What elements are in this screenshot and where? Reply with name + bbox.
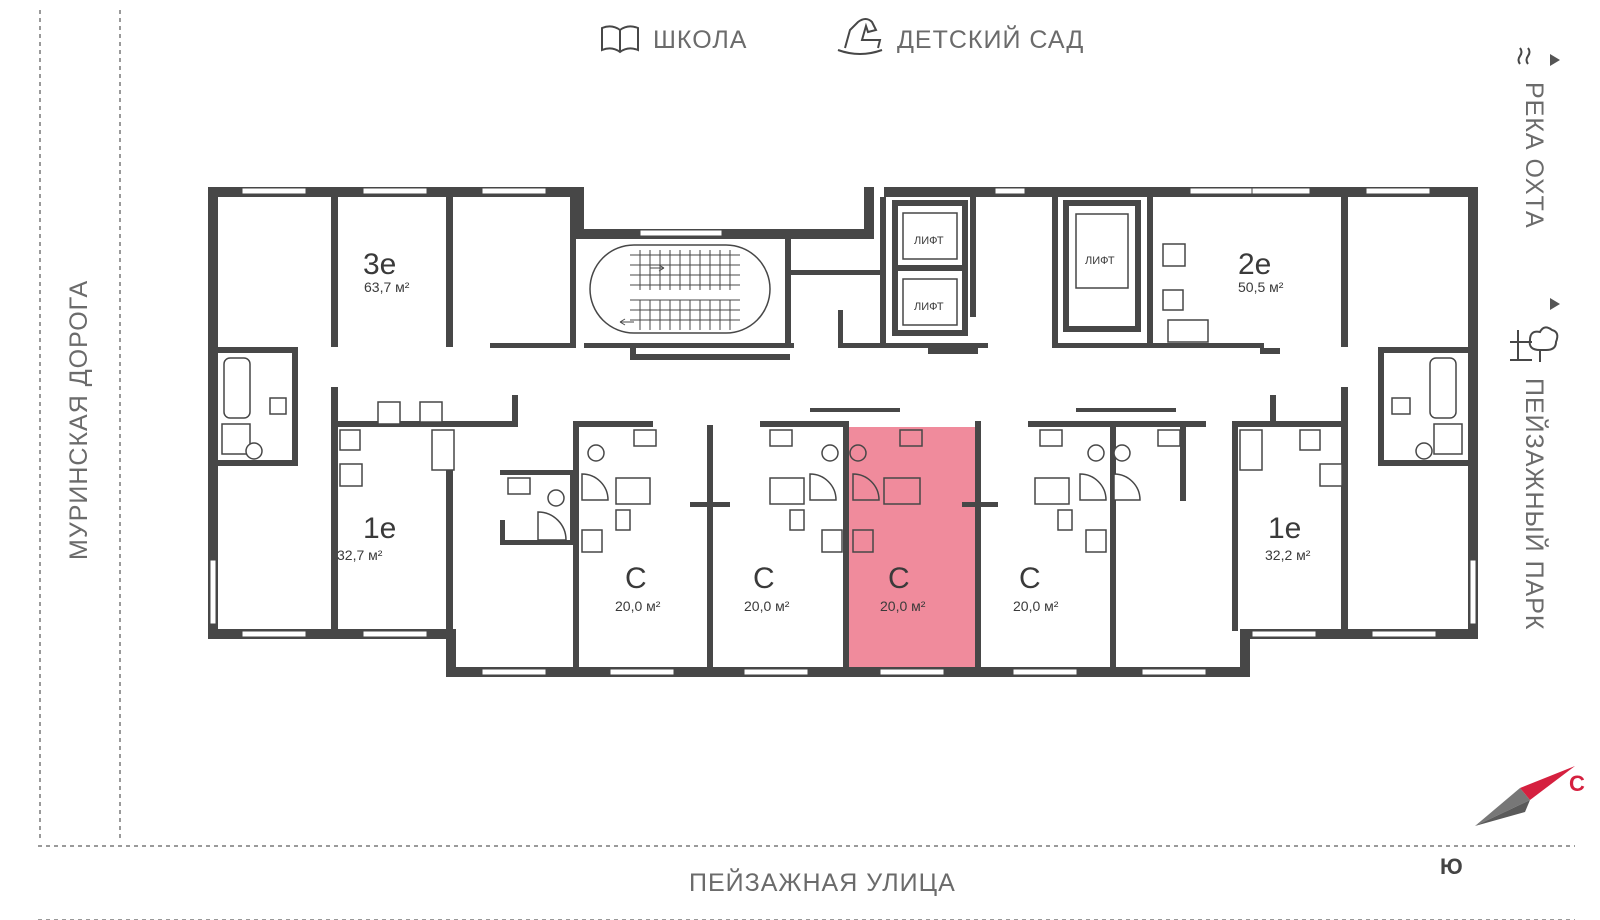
road-label: МУРИНСКАЯ ДОРОГА: [65, 280, 93, 560]
site-boundary: [38, 10, 1575, 920]
apartment-1e-left[interactable]: 1е 32,7 м²: [337, 512, 396, 563]
street-label: ПЕЙЗАЖНАЯ УЛИЦА: [689, 867, 956, 897]
apartment-type: С: [1019, 562, 1041, 595]
kindergarten-label: ДЕТСКИЙ САД: [897, 24, 1084, 54]
apartment-area: 20,0 м²: [744, 598, 790, 614]
apartment-type: С: [753, 562, 775, 595]
apartment-area: 20,0 м²: [1013, 598, 1059, 614]
park-label: ПЕЙЗАЖНЫЙ ПАРК: [1520, 378, 1550, 630]
arrow-right-icon: [1550, 298, 1560, 310]
river-label: РЕКА ОХТА: [1520, 82, 1548, 229]
compass-south-label: Ю: [1440, 854, 1463, 879]
rocking-horse-icon: [837, 18, 883, 55]
apartment-type: С: [625, 562, 647, 595]
apartment-studio-3-selected[interactable]: С 20,0 м²: [880, 562, 926, 614]
apartment-2e[interactable]: 2е 50,5 м²: [1238, 248, 1284, 295]
apartment-type: 1е: [363, 512, 396, 545]
apartment-area: 50,5 м²: [1238, 279, 1284, 295]
elevator-label: ЛИФТ: [914, 235, 944, 247]
fixtures: [221, 243, 1463, 553]
selected-apartment-highlight[interactable]: [847, 427, 979, 667]
apartment-area: 32,2 м²: [1265, 547, 1311, 563]
compass-icon: [1475, 766, 1575, 826]
apartment-type: 3е: [363, 248, 396, 281]
apartment-type: С: [888, 562, 910, 595]
apartment-studio-2[interactable]: С 20,0 м²: [744, 562, 790, 614]
apartment-area: 20,0 м²: [880, 598, 926, 614]
apartment-area: 63,7 м²: [364, 279, 410, 295]
elevator-label: ЛИФТ: [914, 301, 944, 313]
elevator-label: ЛИФТ: [1085, 255, 1115, 267]
school-icon: [601, 25, 639, 54]
apartment-type: 2е: [1238, 248, 1271, 281]
park-icon: [1510, 326, 1559, 362]
apartment-studio-4[interactable]: С 20,0 м²: [1013, 562, 1059, 614]
staircase: [589, 244, 771, 334]
apartment-area: 32,7 м²: [337, 547, 383, 563]
apartment-1e-right[interactable]: 1е 32,2 м²: [1265, 512, 1311, 563]
apartment-3e[interactable]: 3е 63,7 м²: [363, 248, 410, 295]
interior-walls: [208, 197, 1478, 667]
compass-north-label: С: [1569, 771, 1585, 796]
windows: [209, 187, 1477, 676]
apartment-studio-1[interactable]: С 20,0 м²: [615, 562, 661, 614]
apartment-type: 1е: [1268, 512, 1301, 545]
apartment-area: 20,0 м²: [615, 598, 661, 614]
river-icon: [1517, 47, 1531, 65]
elevator-shafts: [892, 200, 1141, 336]
school-label: ШКОЛА: [653, 26, 747, 54]
arrow-right-icon: [1550, 54, 1560, 66]
